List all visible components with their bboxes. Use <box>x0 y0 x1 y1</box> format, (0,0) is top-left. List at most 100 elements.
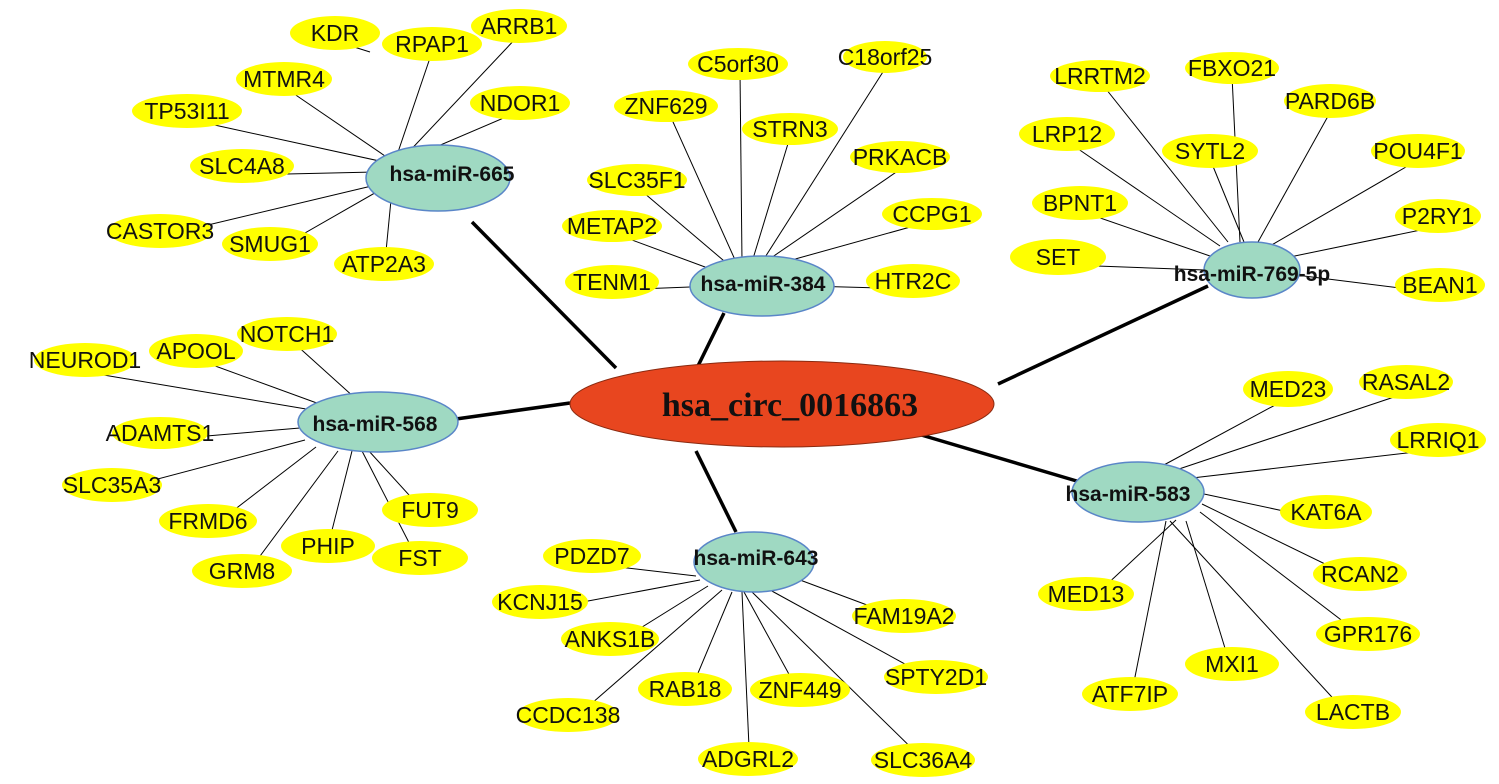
gene-ellipse <box>470 86 570 120</box>
gene-label: POU4F1 <box>1373 138 1462 164</box>
gene-ellipse <box>852 599 956 633</box>
gene-node-strn3: STRN3 <box>742 113 838 145</box>
gene-label: TP53I11 <box>144 98 229 124</box>
gene-ellipse <box>372 541 468 575</box>
gene-label: STRN3 <box>752 116 827 142</box>
gene-label: MTMR4 <box>243 66 325 92</box>
target-edge-prkacb <box>764 163 909 263</box>
gene-ellipse <box>882 198 982 230</box>
gene-ellipse <box>112 417 208 449</box>
target-edge-arrb1 <box>402 34 520 159</box>
gene-label: LACTB <box>1316 699 1390 725</box>
mirna-label: hsa-miR-568 <box>313 413 438 436</box>
gene-node-fut9: FUT9 <box>382 493 478 527</box>
gene-node-fam19a2: FAM19A2 <box>852 599 956 633</box>
gene-node-gpr176: GPR176 <box>1316 617 1420 651</box>
gene-node-castor3: CASTOR3 <box>106 214 214 248</box>
gene-ellipse <box>222 227 318 261</box>
gene-label: ANKS1B <box>565 626 656 652</box>
gene-label: RCAN2 <box>1321 561 1399 587</box>
gene-label: SLC35A3 <box>63 472 161 498</box>
gene-node-fbxo21: FBXO21 <box>1185 52 1279 84</box>
mirna-ellipse <box>693 531 815 593</box>
gene-node-set: SET <box>1010 239 1106 275</box>
gene-node-smug1: SMUG1 <box>222 227 318 261</box>
hub-label: hsa_circ_0016863 <box>662 387 918 424</box>
gene-label: CCDC138 <box>516 702 621 728</box>
gene-label: C18orf25 <box>838 44 933 70</box>
gene-node-slc35f1: SLC35F1 <box>587 164 687 196</box>
gene-label: TENM1 <box>573 269 651 295</box>
gene-ellipse <box>1313 557 1407 591</box>
gene-ellipse <box>1284 84 1376 118</box>
gene-label: NDOR1 <box>480 90 561 116</box>
target-edge-pou4f1 <box>1269 159 1419 247</box>
gene-ellipse <box>1185 647 1279 681</box>
mirna-label: hsa-miR-643 <box>694 547 819 570</box>
target-edge-rpap1 <box>395 51 433 159</box>
gene-label: ARRB1 <box>481 13 558 39</box>
gene-ellipse <box>1050 60 1150 92</box>
gene-ellipse <box>688 48 788 80</box>
gene-label: ATP2A3 <box>342 251 426 277</box>
mirna-node-hsa-mir-643: hsa-miR-643 <box>693 531 819 593</box>
gene-ellipse <box>471 9 567 43</box>
target-edge-atf7ip <box>1129 520 1167 703</box>
gene-ellipse <box>1185 52 1279 84</box>
gene-label: GPR176 <box>1324 621 1412 647</box>
gene-node-znf449: ZNF449 <box>750 673 850 707</box>
target-edge-rasal2 <box>1175 389 1416 471</box>
mirna-ellipse <box>297 391 459 453</box>
gene-label: SYTL2 <box>1175 138 1245 164</box>
gene-label: APOOL <box>156 338 235 364</box>
gene-node-lrp12: LRP12 <box>1019 117 1115 151</box>
gene-label: BPNT1 <box>1043 190 1117 216</box>
gene-node-sytl2: SYTL2 <box>1162 134 1258 168</box>
gene-label: LRRIQ1 <box>1396 427 1479 453</box>
target-edge-bpnt1 <box>1079 210 1211 257</box>
gene-ellipse <box>638 672 732 706</box>
mirna-node-hsa-mir-769-5p: hsa-miR-769-5p <box>1174 241 1330 299</box>
target-edge-slc36a4 <box>751 591 934 770</box>
hub-edge-hsa-mir-568 <box>455 401 571 421</box>
gene-label: SLC4A8 <box>199 153 285 179</box>
gene-label: FUT9 <box>401 497 459 523</box>
gene-ellipse <box>866 264 960 298</box>
gene-node-tenm1: TENM1 <box>565 265 659 299</box>
gene-node-rasal2: RASAL2 <box>1359 365 1453 399</box>
gene-label: PDZD7 <box>554 543 629 569</box>
gene-node-kat6a: KAT6A <box>1280 495 1372 529</box>
mirna-ellipse <box>1203 241 1301 299</box>
mirna-label: hsa-miR-769-5p <box>1174 263 1330 286</box>
gene-label: PHIP <box>301 533 355 559</box>
gene-ellipse <box>850 141 950 173</box>
gene-node-fst: FST <box>372 541 468 575</box>
gene-node-rcan2: RCAN2 <box>1313 557 1407 591</box>
gene-node-med13: MED13 <box>1038 577 1134 611</box>
target-edge-neurod1 <box>67 368 313 411</box>
gene-label: PRKACB <box>853 144 948 170</box>
gene-label: LRRTM2 <box>1054 63 1146 89</box>
gene-ellipse <box>281 529 375 563</box>
hub-ellipse <box>569 360 995 448</box>
mirna-label: hsa-miR-384 <box>701 273 826 296</box>
gene-node-kdr: KDR <box>290 16 380 50</box>
gene-label: MED23 <box>1250 376 1327 402</box>
gene-node-mtmr4: MTMR4 <box>236 62 332 96</box>
gene-label: BEAN1 <box>1402 272 1477 298</box>
hub-edge-hsa-mir-384 <box>694 312 726 371</box>
gene-ellipse <box>382 27 482 61</box>
gene-node-mxi1: MXI1 <box>1185 647 1279 681</box>
gene-node-atf7ip: ATF7IP <box>1082 677 1178 711</box>
gene-node-adgrl2: ADGRL2 <box>698 742 798 776</box>
gene-ellipse <box>1162 134 1258 168</box>
gene-ellipse <box>884 660 988 694</box>
gene-label: ADGRL2 <box>702 746 794 772</box>
hub-edges <box>455 220 1209 533</box>
gene-ellipse <box>334 247 434 281</box>
hub-edge-hsa-mir-769-5p <box>997 284 1209 386</box>
target-edge-lrp12 <box>1067 141 1221 247</box>
gene-label: RPAP1 <box>395 31 469 57</box>
gene-label: SLC35F1 <box>588 167 685 193</box>
